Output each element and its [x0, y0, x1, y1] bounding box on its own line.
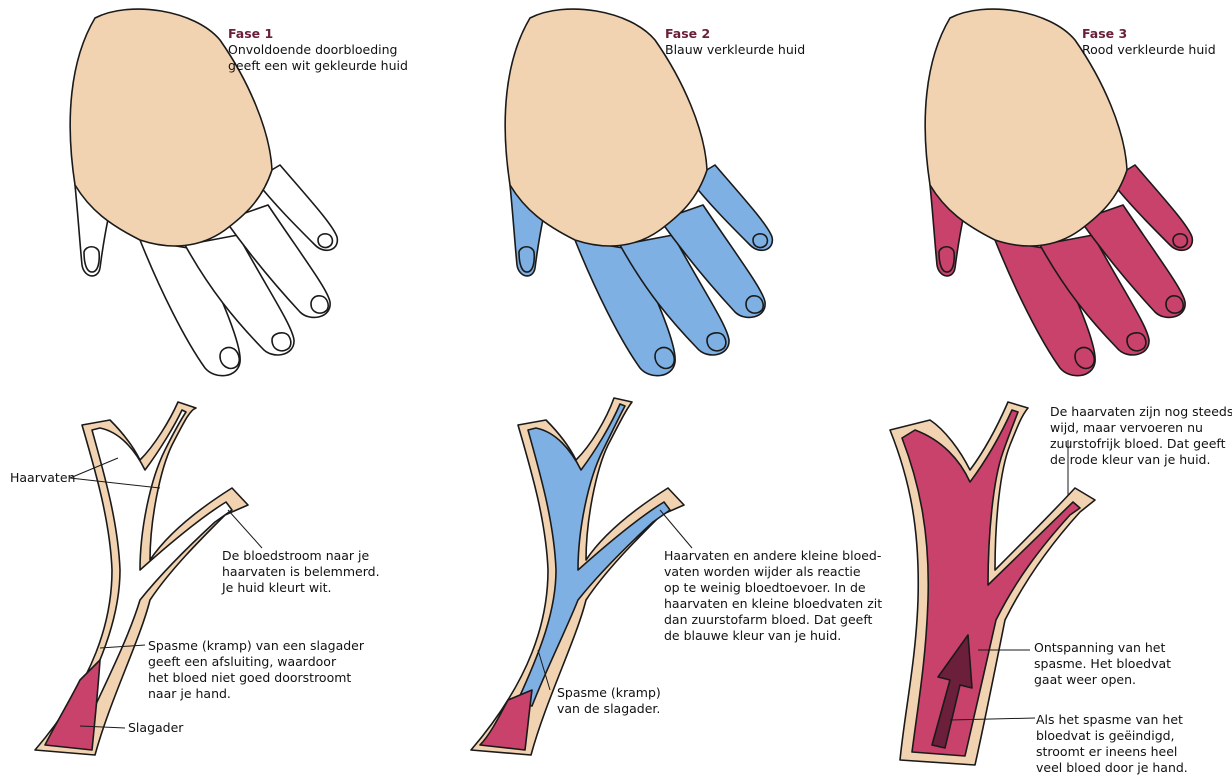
label-haarvaten-3: De haarvaten zijn nog steeds wijd, maar …	[1050, 404, 1232, 468]
einde-line-4: veel bloed door je hand.	[1036, 760, 1188, 776]
spasme2-line-1: Spasme (kramp)	[557, 685, 661, 701]
haarvaten3-line-4: de rode kleur van je huid.	[1050, 452, 1232, 468]
haarvaten3-line-3: zuurstofrijk bloed. Dat geeft	[1050, 436, 1232, 452]
haarvaten3-line-2: wijd, maar vervoeren nu	[1050, 420, 1232, 436]
ontspanning-line-2: spasme. Het bloedvat	[1034, 656, 1171, 672]
ontspanning-line-3: gaat weer open.	[1034, 672, 1171, 688]
spasme1-line-2: geeft een afsluiting, waardoor	[148, 654, 364, 670]
label-ontspanning: Ontspanning van het spasme. Het bloedvat…	[1034, 640, 1171, 688]
haarvaten2-line-6: de blauwe kleur van je huid.	[664, 628, 882, 644]
hand-phase-2	[505, 9, 772, 376]
spasme1-line-4: naar je hand.	[148, 686, 364, 702]
label-einde-spasme: Als het spasme van het bloedvat is geëin…	[1036, 712, 1188, 776]
einde-line-1: Als het spasme van het	[1036, 712, 1188, 728]
haarvaten2-line-2: vaten worden wijder als reactie	[664, 564, 882, 580]
einde-line-2: bloedvat is geëindigd,	[1036, 728, 1188, 744]
slagader-vessel	[45, 660, 100, 750]
haarvaten2-line-1: Haarvaten en andere kleine bloed-	[664, 548, 882, 564]
label-bloedstroom: De bloedstroom naar je haarvaten is bele…	[222, 548, 380, 596]
phase-1-line-2: geeft een wit gekleurde huid	[228, 58, 408, 74]
einde-line-3: stroomt er ineens heel	[1036, 744, 1188, 760]
phase-3-line-1: Rood verkleurde huid	[1082, 42, 1216, 58]
phase-1-caption: Fase 1 Onvoldoende doorbloeding geeft ee…	[228, 26, 408, 74]
phase-1-line-1: Onvoldoende doorbloeding	[228, 42, 408, 58]
label-spasme-1: Spasme (kramp) van een slagader geeft ee…	[148, 638, 364, 702]
spasme1-line-1: Spasme (kramp) van een slagader	[148, 638, 364, 654]
ontspanning-line-1: Ontspanning van het	[1034, 640, 1171, 656]
hand-phase-3	[925, 9, 1192, 376]
phase-2-caption: Fase 2 Blauw verkleurde huid	[665, 26, 805, 58]
bloedstroom-line-1: De bloedstroom naar je	[222, 548, 380, 564]
haarvaten3-line-1: De haarvaten zijn nog steeds	[1050, 404, 1232, 420]
spasme2-line-2: van de slagader.	[557, 701, 661, 717]
spasme1-line-3: het bloed niet goed doorstroomt	[148, 670, 364, 686]
phase-1-title: Fase 1	[228, 26, 408, 42]
haarvaten2-line-3: op te weinig bloedtoevoer. In de	[664, 580, 882, 596]
bloedstroom-line-2: haarvaten is belemmerd.	[222, 564, 380, 580]
bloedstroom-line-3: Je huid kleurt wit.	[222, 580, 380, 596]
label-haarvaten-2: Haarvaten en andere kleine bloed- vaten …	[664, 548, 882, 644]
label-slagader: Slagader	[128, 720, 183, 736]
phase-2-line-1: Blauw verkleurde huid	[665, 42, 805, 58]
haarvaten2-line-5: dan zuurstofarm bloed. Dat geeft	[664, 612, 882, 628]
vessel-phase-1	[35, 402, 248, 755]
haarvaten2-line-4: haarvaten en kleine bloedvaten zit	[664, 596, 882, 612]
phase-2-title: Fase 2	[665, 26, 805, 42]
label-haarvaten: Haarvaten	[10, 470, 75, 486]
phase-3-caption: Fase 3 Rood verkleurde huid	[1082, 26, 1216, 58]
phase-3-title: Fase 3	[1082, 26, 1216, 42]
label-spasme-2: Spasme (kramp) van de slagader.	[557, 685, 661, 717]
